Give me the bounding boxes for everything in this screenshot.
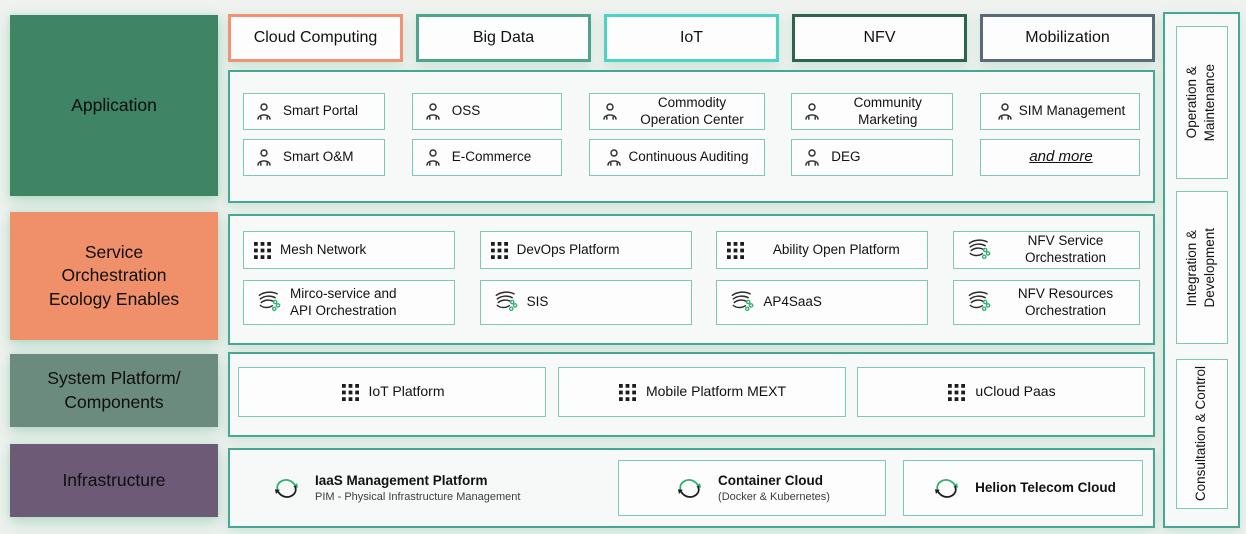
card-label: AP4SaaS xyxy=(763,294,822,310)
card-label: NFV Resources Orchestration xyxy=(1017,285,1114,318)
sidebar-label: Operation & Maintenance xyxy=(1184,63,1218,142)
content-column: Cloud Computing Big Data IoT NFV Mobiliz… xyxy=(228,0,1155,534)
app-card-e-commerce: E-Commerce xyxy=(411,139,562,176)
card-label: Mobile Platform MEXT xyxy=(645,383,787,400)
app-card-smart-portal: Smart Portal xyxy=(243,93,385,130)
tab-nfv[interactable]: NFV xyxy=(792,14,967,62)
infra-subtitle: (Docker & Kubernetes) xyxy=(718,490,830,503)
person-icon xyxy=(254,102,274,122)
application-row: Smart Portal OSS Commodity Operation Cen… xyxy=(228,70,1155,203)
card-label: Smart Portal xyxy=(283,103,359,119)
card-label: SIS xyxy=(526,294,549,310)
layer-label-system: System Platform/ Components xyxy=(10,354,218,427)
person-icon xyxy=(423,102,443,122)
card-label: uCloud Paas xyxy=(975,383,1056,400)
card-label: SIM Management xyxy=(1018,103,1126,119)
card-label: Mirco-service and API Orchestration xyxy=(290,285,397,318)
orchestration-icon xyxy=(964,238,991,263)
person-icon xyxy=(600,102,620,122)
grid-icon xyxy=(490,241,508,259)
person-icon xyxy=(802,102,822,122)
infra-item-iaas-management: IaaS Management Platform PIM - Physical … xyxy=(270,472,600,504)
service-card-sis: SIS xyxy=(479,280,692,325)
app-card-and-more: and more xyxy=(980,139,1140,176)
person-icon xyxy=(604,148,624,168)
grid-icon xyxy=(254,241,271,259)
orchestration-icon xyxy=(254,290,281,315)
app-card-oss: OSS xyxy=(411,93,562,130)
card-label: Continuous Auditing xyxy=(628,149,749,165)
infrastructure-row: IaaS Management Platform PIM - Physical … xyxy=(228,448,1155,528)
person-icon xyxy=(995,102,1015,122)
person-icon xyxy=(423,148,443,168)
app-card-commodity-operation-center: Commodity Operation Center xyxy=(588,93,765,130)
tab-big-data[interactable]: Big Data xyxy=(416,14,591,62)
tab-iot[interactable]: IoT xyxy=(604,14,779,62)
card-label: DevOps Platform xyxy=(516,241,620,257)
app-card-community-marketing: Community Marketing xyxy=(791,93,954,130)
card-label: NFV Service Orchestration xyxy=(1024,233,1106,265)
infra-item-container-cloud: Container Cloud (Docker & Kubernetes) xyxy=(617,460,886,516)
grid-icon xyxy=(948,383,966,401)
layer-labels-column: Application Service Orchestration Ecolog… xyxy=(10,0,218,534)
infra-item-helion-telecom-cloud: Helion Telecom Cloud xyxy=(903,460,1143,516)
app-card-continuous-auditing: Continuous Auditing xyxy=(588,139,765,176)
technology-tabs: Cloud Computing Big Data IoT NFV Mobiliz… xyxy=(228,14,1155,62)
card-label: Smart O&M xyxy=(283,149,354,165)
app-card-sim-management: SIM Management xyxy=(980,93,1140,130)
service-card-devops-platform: DevOps Platform xyxy=(479,231,692,269)
orchestration-icon xyxy=(491,290,518,315)
app-card-smart-om: Smart O&M xyxy=(243,139,385,176)
sidebar-item-operation-maintenance: Operation & Maintenance xyxy=(1175,26,1228,179)
grid-icon xyxy=(727,241,745,259)
system-card-mobile-platform-mext: Mobile Platform MEXT xyxy=(557,367,846,417)
card-label: OSS xyxy=(451,103,481,119)
service-card-ability-open-platform: Ability Open Platform xyxy=(716,231,929,269)
infra-subtitle: PIM - Physical Infrastructure Management xyxy=(315,490,521,503)
sidebar-item-integration-development: Integration & Development xyxy=(1175,191,1228,344)
tab-cloud-computing[interactable]: Cloud Computing xyxy=(228,14,403,62)
service-orchestration-row: Mesh Network DevOps Platform Ability Ope… xyxy=(228,214,1155,345)
layer-label-service: Service Orchestration Ecology Enables xyxy=(10,212,218,340)
system-card-iot-platform: IoT Platform xyxy=(238,367,546,417)
sidebar-item-consultation-control: Consultation & Control xyxy=(1175,359,1228,509)
cloud-sync-icon xyxy=(270,474,303,502)
system-card-ucloud-paas: uCloud Paas xyxy=(857,367,1145,417)
person-icon xyxy=(802,148,822,168)
cloud-sync-icon xyxy=(930,474,963,502)
card-label: E-Commerce xyxy=(451,149,532,165)
card-label: Commodity Operation Center xyxy=(640,94,744,127)
orchestration-icon xyxy=(964,290,991,315)
grid-icon xyxy=(341,383,359,401)
orchestration-icon xyxy=(727,290,754,315)
infra-title: IaaS Management Platform xyxy=(315,473,488,489)
grid-icon xyxy=(618,383,636,401)
cloud-sync-icon xyxy=(673,474,706,502)
card-label: Ability Open Platform xyxy=(772,241,900,257)
card-label: Mesh Network xyxy=(280,241,367,257)
sidebar-label: Consultation & Control xyxy=(1193,366,1209,502)
person-icon xyxy=(254,148,274,168)
service-card-mesh-network: Mesh Network xyxy=(243,231,455,269)
lifecycle-sidebar: Operation & Maintenance Integration & De… xyxy=(1163,12,1240,528)
card-label: and more xyxy=(1029,148,1093,166)
card-label: DEG xyxy=(831,149,861,165)
layer-label-application: Application xyxy=(10,15,218,196)
service-card-microservice-api-orchestration: Mirco-service and API Orchestration xyxy=(243,280,455,325)
service-card-nfv-service-orchestration: NFV Service Orchestration xyxy=(952,231,1140,269)
layer-label-infrastructure: Infrastructure xyxy=(10,444,218,517)
tab-mobilization[interactable]: Mobilization xyxy=(980,14,1155,62)
sidebar-label: Integration & Development xyxy=(1184,227,1218,308)
service-card-nfv-resources-orchestration: NFV Resources Orchestration xyxy=(952,280,1140,325)
card-label: IoT Platform xyxy=(368,383,445,400)
system-platform-row: IoT Platform Mobile Platform MEXT uCloud… xyxy=(228,352,1155,437)
app-card-deg: DEG xyxy=(791,139,954,176)
service-card-ap4saas: AP4SaaS xyxy=(716,280,929,325)
card-label: Community Marketing xyxy=(853,94,922,127)
infra-title: Helion Telecom Cloud xyxy=(975,480,1116,496)
infra-title: Container Cloud xyxy=(718,473,824,489)
